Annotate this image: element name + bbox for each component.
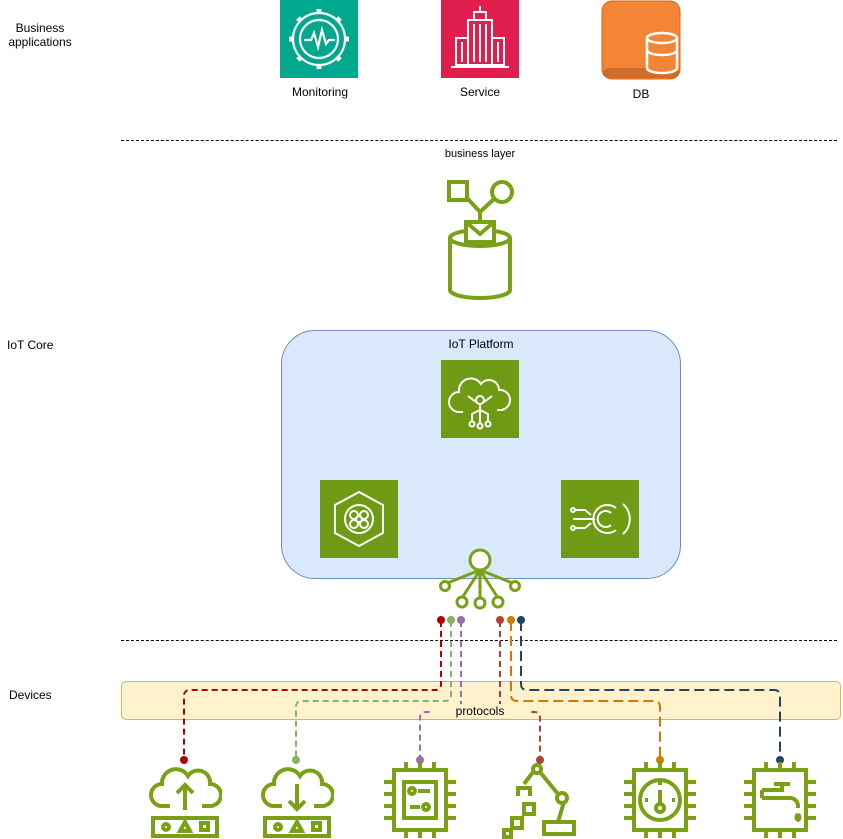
section-iot-core: IoT Core — [7, 338, 54, 352]
chip-icon[interactable] — [380, 760, 460, 839]
service-label: Service — [459, 85, 500, 99]
db-icon[interactable] — [601, 0, 681, 80]
link-thermostat-device — [510, 621, 661, 760]
hub-icon[interactable] — [439, 546, 523, 612]
link-upload-device — [183, 621, 442, 760]
devices-divider — [121, 640, 837, 641]
section-devices: Devices — [9, 688, 52, 702]
link-faucet-device — [520, 621, 781, 760]
faucet-chip-icon[interactable] — [740, 760, 820, 839]
link-chip-device — [419, 621, 462, 760]
business-layer-label: business layer — [444, 148, 516, 160]
business-layer-divider — [121, 140, 837, 141]
thermostat-chip-icon[interactable] — [620, 760, 700, 839]
iot-platform-label: IoT Platform — [448, 337, 514, 351]
greengrass-hexagon-icon[interactable] — [320, 480, 398, 558]
section-business-applications: Business applications — [8, 21, 72, 49]
db-label: DB — [632, 87, 650, 101]
cloud-download-device-icon[interactable] — [260, 760, 334, 839]
robot-arm-icon[interactable] — [500, 760, 580, 839]
cloud-upload-device-icon[interactable] — [148, 760, 222, 839]
monitoring-label: Monitoring — [291, 85, 349, 99]
protocols-label: protocols — [430, 704, 530, 718]
link-download-device — [295, 621, 452, 760]
protocols-band — [121, 681, 841, 720]
cloud-circuit-icon[interactable] — [441, 360, 519, 438]
message-store-icon[interactable] — [440, 178, 520, 300]
monitoring-icon[interactable] — [280, 0, 358, 78]
service-icon[interactable] — [441, 0, 519, 78]
sensor-signal-icon[interactable] — [561, 480, 639, 558]
